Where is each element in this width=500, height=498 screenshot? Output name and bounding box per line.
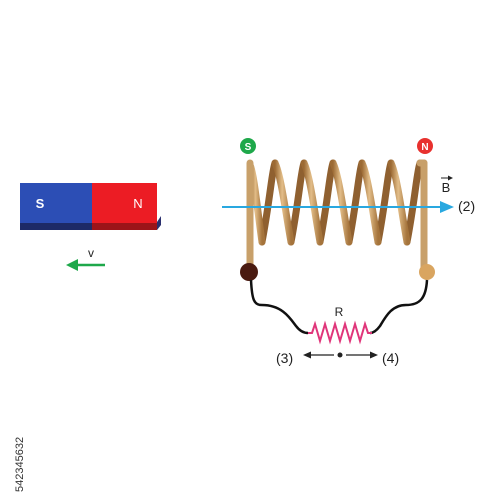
point-3-label: (3) — [276, 350, 293, 366]
watermark-id-text: 542345632 — [14, 436, 26, 492]
right-wire — [369, 279, 429, 335]
resistor: R — [308, 305, 372, 345]
magnet-north-label: N — [133, 196, 142, 211]
coil-south-marker — [240, 138, 256, 154]
field-arrow: B — [222, 175, 454, 213]
coil-north-marker — [417, 138, 433, 154]
magnet-south-label: S — [36, 196, 45, 211]
magnet-south-pole — [20, 183, 92, 223]
coil-north-label: N — [421, 142, 428, 153]
magnet-north-pole — [92, 183, 157, 223]
velocity-label: v — [88, 246, 94, 260]
watermark-id: 542345632 — [2, 380, 26, 498]
current-direction-arrows — [303, 351, 378, 359]
solenoid-coil — [246, 159, 428, 276]
bar-magnet: S N — [20, 183, 161, 230]
right-terminal — [419, 264, 435, 280]
point-2-label: (2) — [458, 198, 475, 214]
left-wire — [249, 279, 309, 335]
point-4-label: (4) — [382, 350, 399, 366]
velocity-arrow: v — [66, 246, 105, 271]
field-label: B — [442, 180, 451, 195]
coil-south-label: S — [245, 142, 252, 153]
left-terminal — [240, 263, 258, 281]
resistor-label: R — [335, 305, 344, 319]
